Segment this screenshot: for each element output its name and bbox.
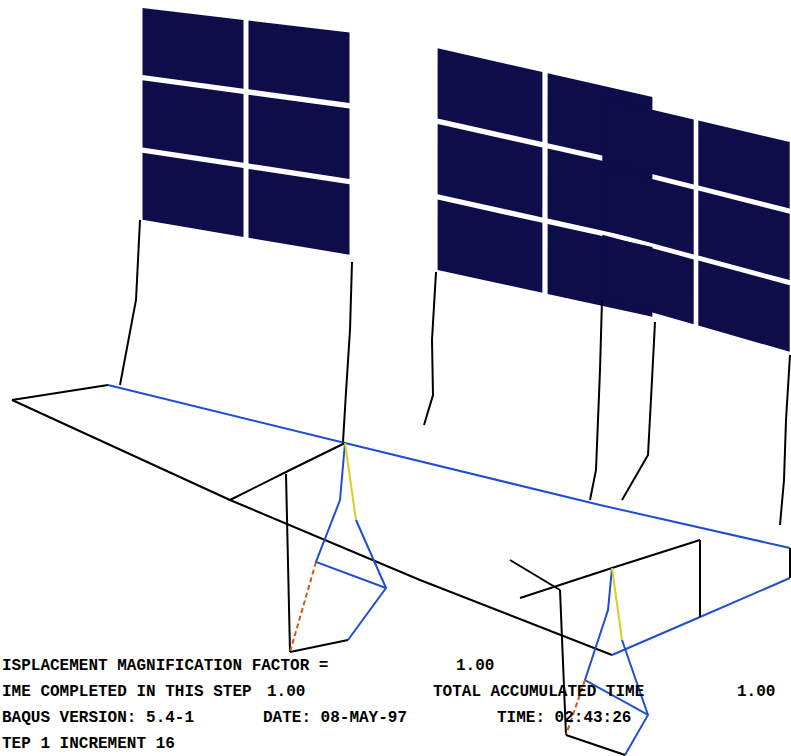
panel-cell [602, 235, 693, 325]
panel-cell [143, 8, 244, 89]
value: 1.00 [267, 683, 305, 701]
plot-info: BAQUS VERSION: 5.4-1 [2, 709, 194, 727]
panel-cell [249, 169, 350, 255]
plot-info: TOTAL ACCUMULATED TIME [433, 683, 644, 701]
solar-panels [143, 8, 790, 352]
panel-cell [249, 21, 350, 103]
plot-info: IME COMPLETED IN THIS STEP [2, 683, 252, 701]
plot-info: ISPLACEMENT MAGNIFICATION FACTOR = [2, 657, 328, 675]
panel-cell [249, 95, 350, 179]
panel-cell [143, 80, 244, 163]
panel-cell [143, 153, 244, 237]
panel-cell [698, 261, 789, 352]
panel-cell [438, 200, 543, 293]
plot-info: TEP 1 INCREMENT 16 [2, 735, 175, 753]
value: 1.00 [456, 657, 494, 675]
plot-info: DATE: 08-MAY-97 [263, 709, 407, 727]
value: 1.00 [737, 683, 775, 701]
plot-info: TIME: 02:43:26 [497, 709, 631, 727]
